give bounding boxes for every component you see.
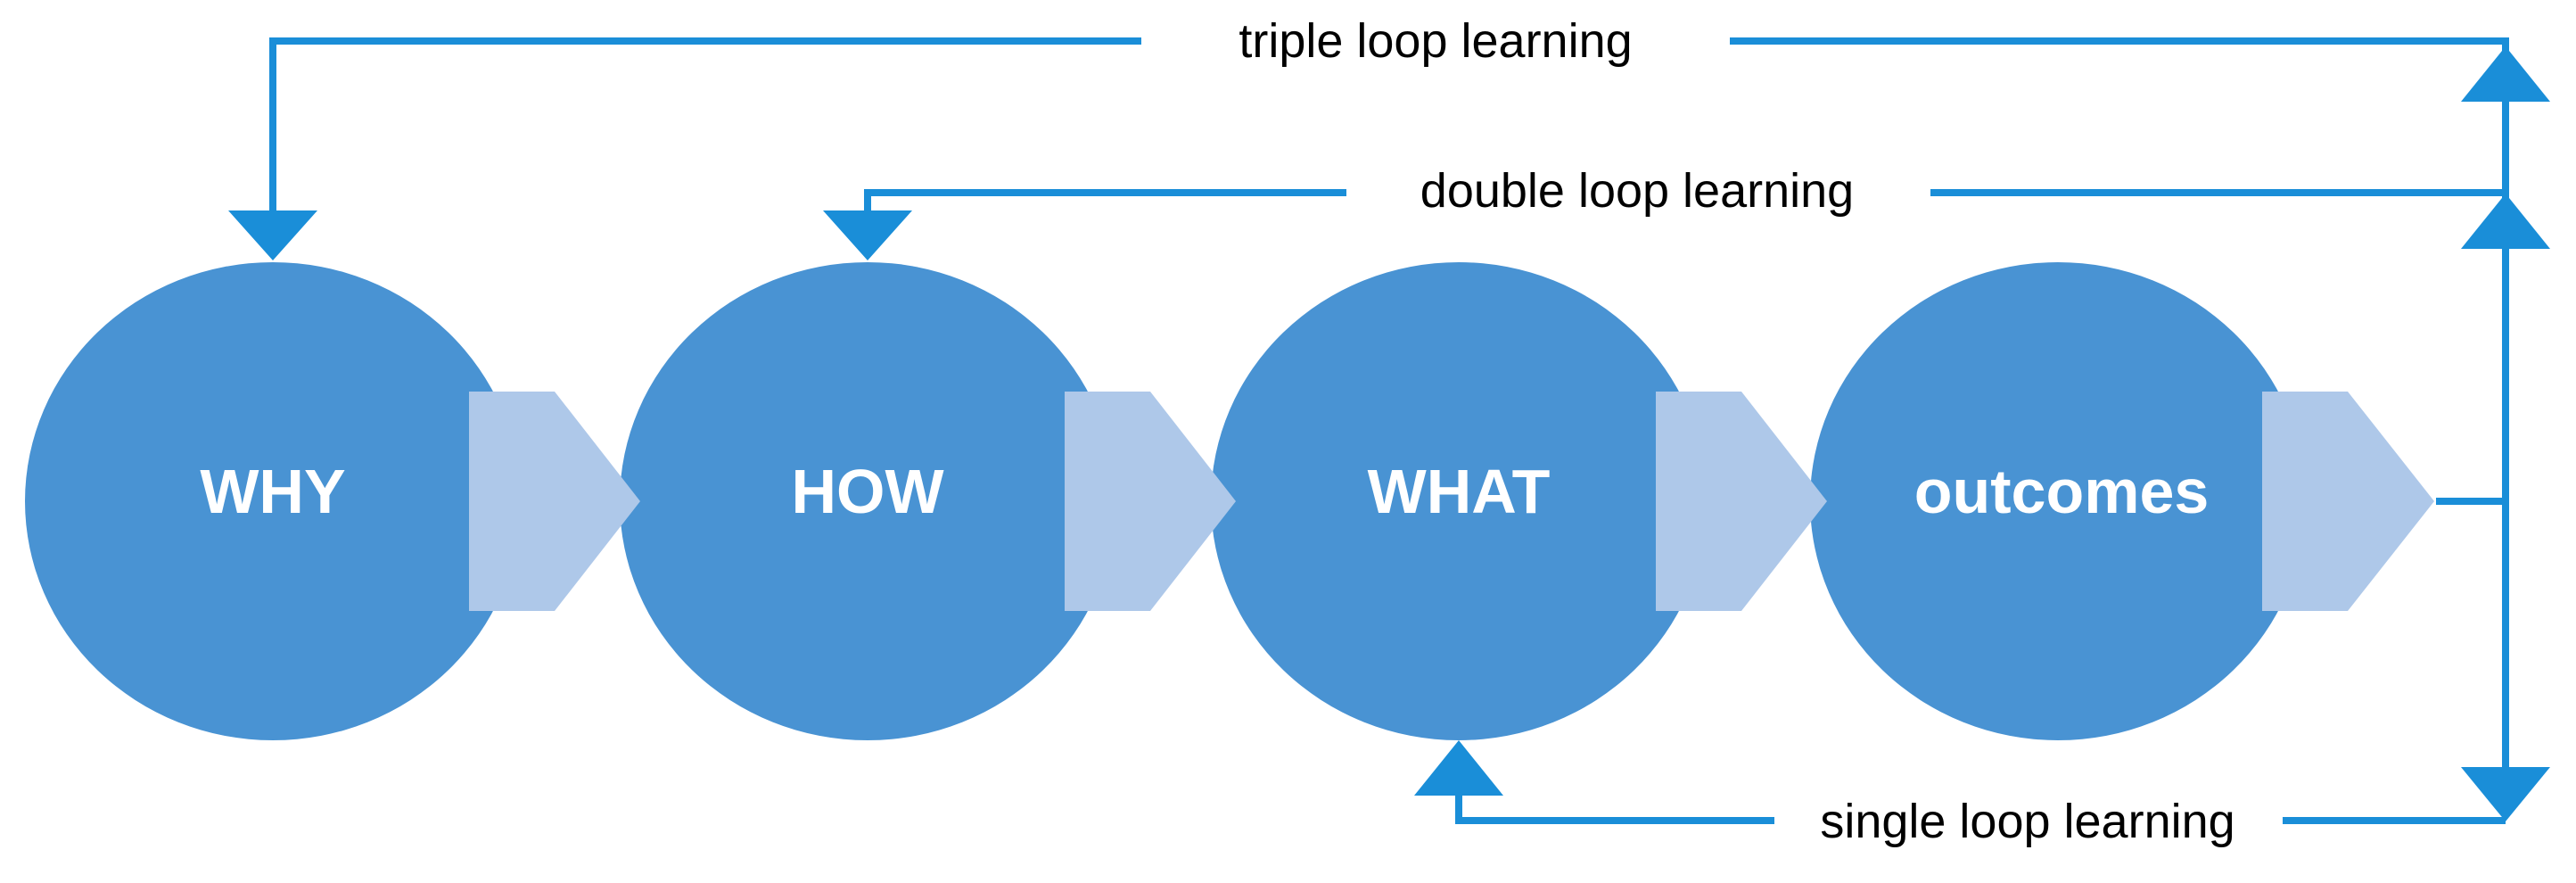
triple-loop-arrowhead-up [2461,46,2550,102]
stage-label-what: WHAT [1368,457,1551,526]
stage-circle-why [25,262,521,740]
stage-label-outcomes: outcomes [1914,457,2210,526]
loop-label-single: single loop learning [1820,795,2234,848]
single-loop-arrowhead-down [2461,767,2550,821]
loop-label-double: double loop learning [1420,164,1854,218]
triple-loop-line-left [269,37,1141,219]
stage-circle-how [620,262,1115,740]
chevron-arrow-3 [1656,392,1827,611]
double-loop-arrowhead-up [2461,194,2550,249]
stage-label-why: WHY [200,457,345,526]
single-loop-arrowhead-up [1414,740,1503,796]
stage-circle-outcomes [1810,262,2306,740]
stage-label-how: HOW [791,457,943,526]
loop-label-triple: triple loop learning [1239,14,1632,68]
double-loop-line-left [864,189,1346,219]
chevron-arrow-2 [1065,392,1236,611]
chevron-arrow-4 [2262,392,2434,611]
single-loop-line-left [1455,791,1774,824]
stage-circle-what [1211,262,1707,740]
double-loop-arrowhead-down [823,210,912,260]
chevron-arrow-1 [469,392,640,611]
triple-loop-arrowhead-down [228,210,317,260]
